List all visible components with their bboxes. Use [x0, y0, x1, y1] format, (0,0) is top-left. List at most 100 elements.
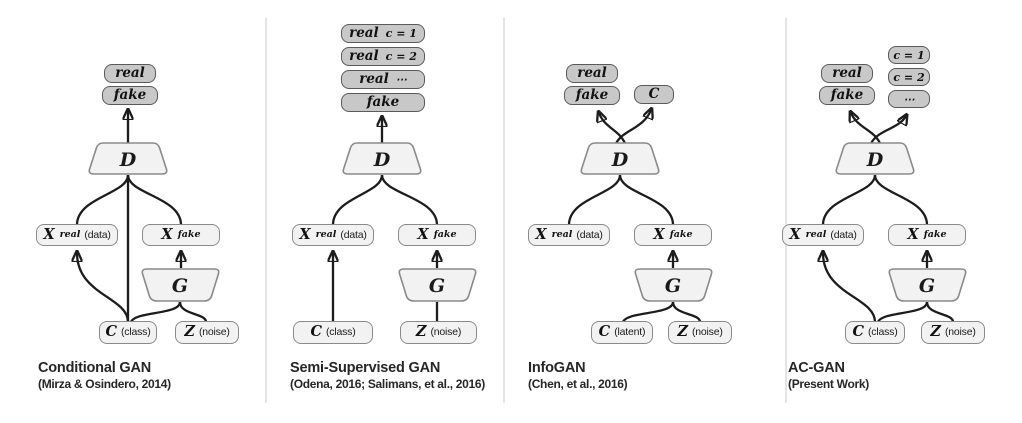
output-label: fake	[113, 86, 147, 103]
noise-annotation: (noise)	[198, 326, 230, 339]
panel-caption: Semi-Supervised GAN (Odena, 2016; Salima…	[290, 360, 485, 392]
class-symbol: C	[310, 323, 323, 341]
xreal-subscript: real	[551, 229, 573, 241]
output-box-c1: c = 1	[888, 46, 930, 64]
output-label: real	[832, 64, 862, 81]
wire-noise-to-g	[178, 301, 208, 323]
latent-symbol: C	[598, 323, 611, 341]
discriminator-label: D	[611, 149, 629, 171]
wire-d-to-xreal	[331, 174, 384, 226]
noise-input-box: Z (noise)	[175, 321, 239, 344]
output-label: real	[349, 24, 379, 41]
discriminator-trapezoid	[88, 142, 168, 175]
class-annotation: (class)	[121, 326, 151, 339]
panel-caption-citation: (Present Work)	[788, 377, 869, 391]
output-label: C	[648, 85, 660, 102]
output-box-fake: fake	[819, 86, 875, 105]
xfake-subscript: fake	[923, 229, 947, 241]
xfake-subscript: fake	[669, 229, 693, 241]
class-symbol: C	[105, 323, 118, 341]
class-annotation: (class)	[868, 326, 898, 339]
output-label: real	[359, 70, 389, 87]
wire-d-to-xfake	[380, 174, 439, 226]
xfake-symbol: X	[417, 225, 429, 243]
noise-annotation: (noise)	[691, 326, 723, 339]
xreal-annotation: (data)	[576, 228, 603, 241]
panel-caption: AC-GAN (Present Work)	[788, 360, 869, 392]
output-box-real: real	[566, 64, 618, 83]
wires-infogan: D G	[567, 110, 713, 323]
output-box-real: real	[821, 64, 873, 83]
panel-divider	[265, 18, 267, 403]
wires-conditional-gan: D G	[75, 111, 220, 323]
wire-d-to-xfake	[873, 174, 929, 226]
output-box-fake: fake	[102, 86, 158, 105]
wire-d-to-xreal	[567, 174, 622, 226]
latent-annotation: (latent)	[614, 326, 646, 339]
wire-d-to-xreal	[821, 174, 877, 226]
arrow-class-to-xreal	[823, 253, 877, 323]
wire-d-to-xfake	[618, 174, 675, 226]
output-label: real	[349, 47, 379, 64]
panel-divider	[785, 18, 787, 403]
noise-annotation: (noise)	[430, 326, 462, 339]
output-suffix: c = 1	[385, 27, 417, 40]
generator-label: G	[429, 275, 445, 297]
arrow-d-to-realfake	[599, 113, 628, 147]
output-label: real	[577, 64, 607, 81]
xfake-subscript: fake	[433, 229, 457, 241]
output-label: c = 2	[893, 70, 925, 84]
output-box-c2: c = 2	[888, 68, 930, 86]
xfake-symbol: X	[161, 225, 173, 243]
xreal-annotation: (data)	[340, 228, 367, 241]
output-label: ⋯	[903, 92, 915, 106]
wire-d-to-xreal	[75, 174, 130, 226]
panel-caption-citation: (Mirza & Osindero, 2014)	[38, 377, 171, 391]
panel-caption: Conditional GAN (Mirza & Osindero, 2014)	[38, 360, 171, 392]
discriminator-trapezoid	[580, 142, 660, 175]
discriminator-label: D	[373, 149, 391, 171]
wire-noise-to-g	[671, 301, 702, 323]
generator-trapezoid	[398, 268, 477, 302]
generator-label: G	[172, 275, 188, 297]
panel-divider	[503, 18, 505, 403]
noise-symbol: Z	[930, 323, 941, 341]
xreal-symbol: X	[299, 225, 311, 243]
output-suffix: c = 2	[385, 50, 417, 63]
panel-caption-title: Conditional GAN	[38, 360, 151, 376]
wires-ac-gan: D G	[821, 113, 967, 323]
xfake-subscript: fake	[177, 229, 201, 241]
class-input-box: C (class)	[293, 321, 373, 344]
panel-caption-title: AC-GAN	[788, 360, 845, 376]
xreal-subscript: real	[59, 229, 81, 241]
noise-annotation: (noise)	[944, 326, 976, 339]
output-box-c: C	[634, 85, 674, 104]
wire-d-to-xfake	[126, 174, 183, 226]
output-box-real-c1: real c = 1	[341, 24, 425, 43]
output-box-real: real	[104, 64, 156, 83]
generator-trapezoid	[141, 268, 220, 302]
latent-input-box: C (latent)	[591, 321, 653, 344]
output-label: real	[115, 64, 145, 81]
arrow-d-to-class-outputs	[868, 116, 906, 147]
panel-caption-citation: (Chen, et al., 2016)	[528, 377, 628, 391]
generator-label: G	[919, 275, 935, 297]
panel-caption-title: InfoGAN	[528, 360, 586, 376]
output-box-real-etc: real ⋯	[341, 70, 425, 89]
xreal-subscript: real	[805, 229, 827, 241]
generator-trapezoid	[888, 268, 967, 302]
output-label: c = 1	[893, 48, 925, 62]
output-box-etc: ⋯	[888, 90, 930, 108]
wire-class-to-g	[876, 301, 929, 323]
output-suffix: ⋯	[395, 73, 407, 86]
noise-symbol: Z	[184, 323, 195, 341]
class-input-box: C (class)	[99, 321, 157, 344]
noise-input-box: Z (noise)	[668, 321, 732, 344]
output-box-fake: fake	[341, 93, 425, 112]
wires-semi-supervised-gan: D G	[331, 118, 477, 322]
